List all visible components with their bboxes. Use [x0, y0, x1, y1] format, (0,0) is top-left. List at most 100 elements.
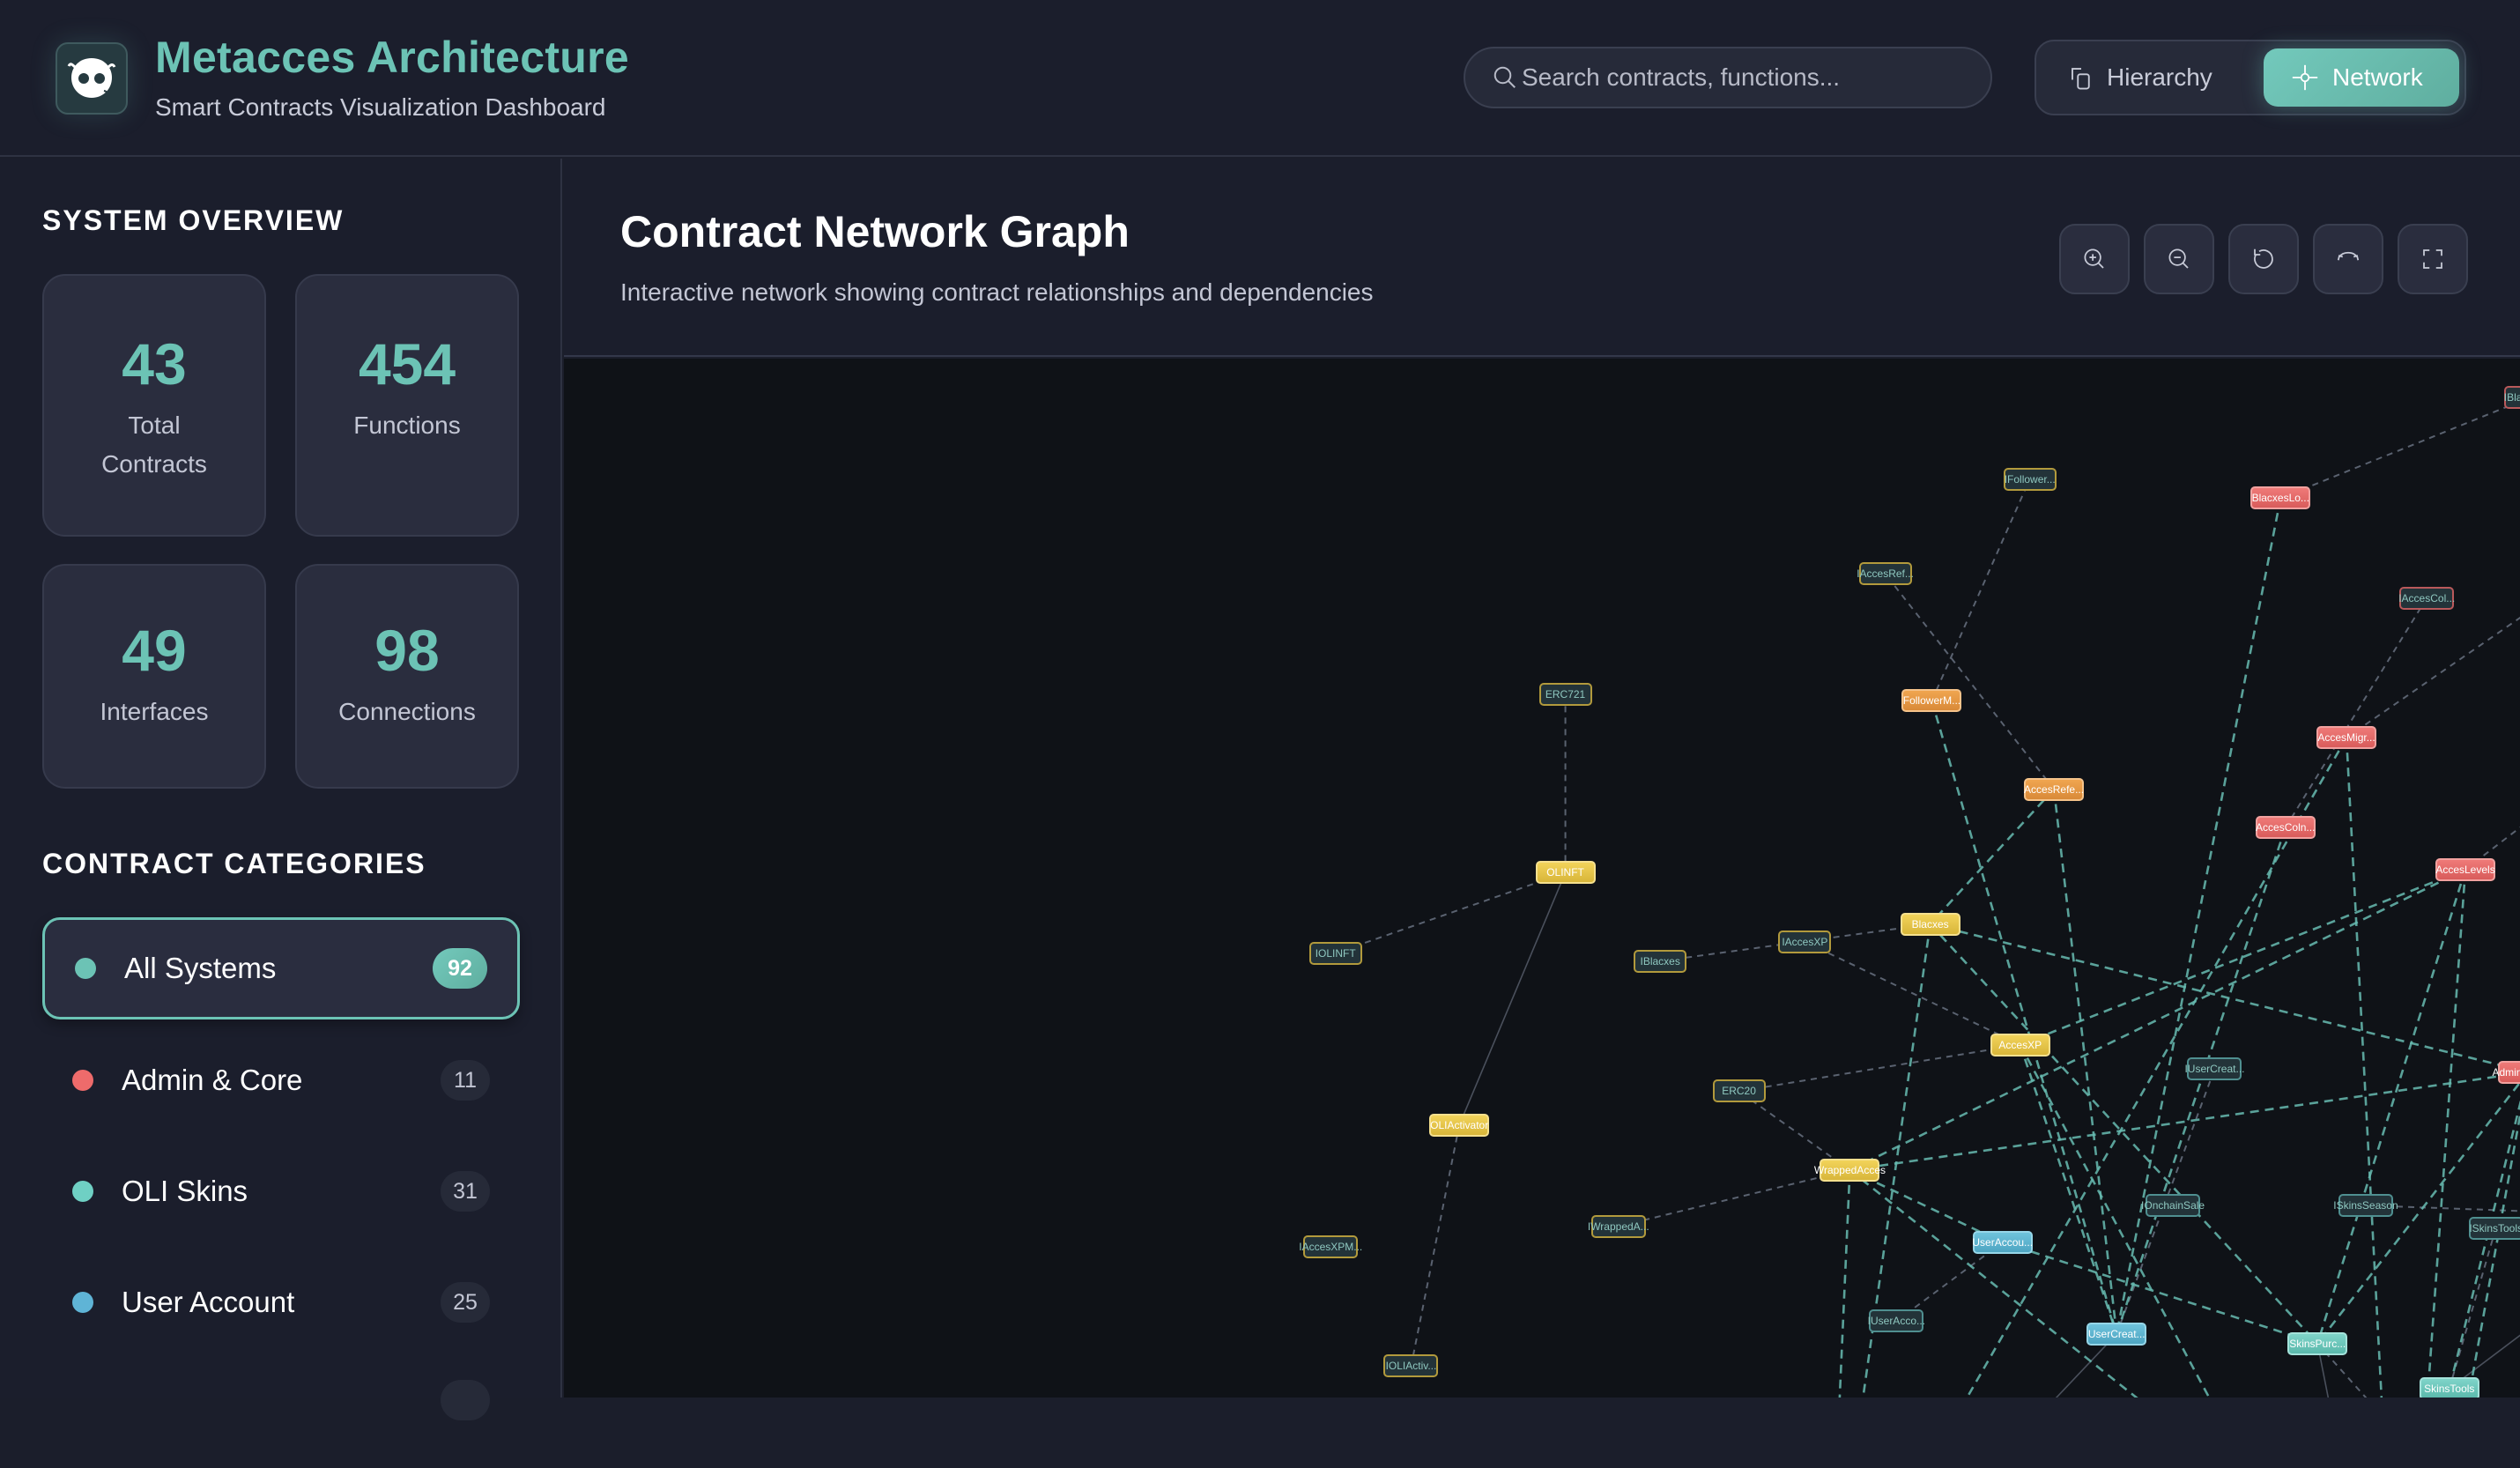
graph-node[interactable]: IBlacxes	[1634, 949, 1687, 973]
category-color-dot	[72, 1070, 93, 1091]
category-user-account[interactable]: User Account 25	[42, 1251, 520, 1353]
app-title: Metacces Architecture	[155, 33, 630, 82]
category-color-dot	[75, 958, 96, 979]
app-subtitle: Smart Contracts Visualization Dashboard	[155, 93, 606, 121]
graph-node[interactable]: OLIActivator	[1429, 1113, 1490, 1137]
graph-node[interactable]: OLINFT	[1535, 861, 1596, 885]
hierarchy-icon	[2072, 68, 2090, 90]
graph-node[interactable]: FollowerM...	[1901, 689, 1962, 713]
graph-node[interactable]: AdminManager	[2492, 1060, 2520, 1084]
stat-value: 43	[122, 331, 187, 397]
graph-node[interactable]: ERC721	[1538, 682, 1592, 706]
graph-node[interactable]: IUserAcco...	[1868, 1309, 1925, 1333]
graph-node[interactable]: IOLIActiv...	[1383, 1354, 1439, 1378]
graph-edge	[1931, 478, 2031, 701]
graph-node[interactable]: AccesXP	[1990, 1033, 2050, 1057]
stat-card-interfaces: 49 Interfaces	[42, 564, 266, 789]
graph-node[interactable]: ERC20	[1712, 1079, 1766, 1103]
graph-edge	[1849, 1071, 2520, 1172]
graph-title: Contract Network Graph	[620, 207, 1130, 256]
zoom-in-button[interactable]	[2059, 224, 2130, 294]
fullscreen-icon	[2423, 249, 2442, 269]
category-name: All Systems	[124, 952, 277, 984]
graph-edge	[1884, 573, 2055, 790]
graph-node[interactable]: AccesRefe...	[2024, 777, 2084, 801]
graph-edge	[2019, 1044, 2118, 1335]
graph-edge	[1965, 737, 2348, 1398]
category-count-badge: 11	[441, 1060, 490, 1101]
hierarchy-label: Hierarchy	[2107, 63, 2212, 91]
graph-edge	[2448, 1100, 2520, 1390]
graph-node[interactable]: Blacxes	[1900, 912, 1960, 936]
graph-edge	[1929, 788, 2056, 925]
app-header: Metacces Architecture Smart Contracts Vi…	[0, 0, 2520, 157]
stat-value: 98	[374, 618, 440, 683]
graph-node[interactable]: UserAccou...	[1972, 1230, 2033, 1254]
graph-node[interactable]: IAccesRef...	[1857, 562, 1914, 586]
graph-node[interactable]: AccesLevels	[2435, 857, 2496, 881]
contract-categories-heading: CONTRACT CATEGORIES	[42, 848, 426, 879]
zoom-out-button[interactable]	[2144, 224, 2214, 294]
graph-subtitle: Interactive network showing contract rel…	[620, 278, 1374, 306]
graph-node[interactable]: AccesMigr...	[2316, 726, 2377, 750]
graph-node[interactable]: IAccesCol...	[2398, 586, 2455, 610]
graph-node[interactable]: IBlacxesL...	[2504, 385, 2520, 409]
graph-edge	[1804, 940, 2021, 1046]
stat-card-functions: 454 Functions	[295, 274, 519, 537]
category-count-badge	[441, 1380, 490, 1420]
graph-node[interactable]: BlacxesLo...	[2250, 486, 2311, 510]
stat-label: Total Contracts	[101, 411, 207, 478]
category-oli-skins[interactable]: OLI Skins 31	[42, 1140, 520, 1242]
category-next-partial[interactable]	[42, 1366, 520, 1468]
category-count-badge: 31	[441, 1171, 490, 1212]
graph-node[interactable]: SkinsPurc...	[2287, 1331, 2348, 1355]
category-color-dot	[72, 1292, 93, 1313]
graph-node[interactable]: ISkinsTools	[2468, 1216, 2520, 1240]
hierarchy-view-button[interactable]: Hierarchy	[2068, 48, 2244, 107]
fullscreen-button[interactable]	[2398, 224, 2468, 294]
graph-edge	[1849, 868, 2466, 1172]
stat-label: Connections	[338, 698, 476, 725]
graph-edge	[1458, 872, 1567, 1126]
category-admin-core[interactable]: Admin & Core 11	[42, 1029, 520, 1131]
rearrange-button[interactable]	[2313, 224, 2383, 294]
graph-node[interactable]: IAccesXP	[1778, 930, 1832, 953]
graph-node[interactable]: IOLINFT	[1308, 941, 1362, 965]
system-overview-heading: SYSTEM OVERVIEW	[42, 204, 345, 236]
search-input[interactable]	[1522, 63, 1980, 92]
category-all-systems[interactable]: All Systems 92	[42, 917, 520, 1019]
graph-node[interactable]: UserCreat...	[2086, 1322, 2147, 1346]
graph-edge	[1930, 923, 2520, 1071]
sidebar: SYSTEM OVERVIEW 43 Total Contracts 454 F…	[0, 159, 562, 1420]
graph-edge	[2464, 826, 2520, 871]
zoom-in-icon	[2084, 248, 2104, 269]
graph-edge	[1838, 1169, 1851, 1398]
graph-node[interactable]: AccesColn...	[2255, 816, 2316, 840]
graph-panel-header: Contract Network Graph Interactive netwo…	[564, 159, 2520, 357]
graph-edge	[1618, 1168, 1850, 1227]
graph-edge	[1335, 871, 1566, 954]
graph-edge	[2316, 869, 2467, 1345]
network-icon	[2292, 64, 2318, 91]
graph-node[interactable]: WrappedAcces	[1814, 1158, 1886, 1182]
network-graph-canvas[interactable]: IBlacxesL... IFollower... BlacxesLo... IAcc…	[564, 359, 2520, 1398]
graph-node[interactable]: IAccesXPM...	[1299, 1235, 1362, 1259]
arc-arrows-icon	[2337, 251, 2360, 261]
network-view-button[interactable]: Network	[2264, 48, 2459, 107]
stat-label: Functions	[353, 411, 461, 439]
graph-edge	[2345, 738, 2383, 1398]
graph-node[interactable]: IUserCreat...	[2184, 1057, 2244, 1080]
graph-node[interactable]: ISkinsSeason	[2333, 1194, 2398, 1217]
search-box[interactable]	[1464, 47, 1992, 108]
graph-edge	[2426, 869, 2467, 1398]
skull-mask-icon	[67, 58, 116, 98]
stat-card-connections: 98 Connections	[295, 564, 519, 789]
stat-label: Interfaces	[100, 698, 209, 725]
graph-node[interactable]: SkinsTools	[2419, 1376, 2479, 1398]
app-logo	[56, 42, 128, 115]
reset-view-button[interactable]	[2228, 224, 2299, 294]
graph-node[interactable]: IFollower...	[2003, 467, 2057, 491]
graph-node[interactable]: IWrappedA...	[1588, 1214, 1649, 1238]
graph-node[interactable]: IOnchainSale	[2141, 1194, 2205, 1217]
graph-edge	[1862, 923, 1931, 1398]
